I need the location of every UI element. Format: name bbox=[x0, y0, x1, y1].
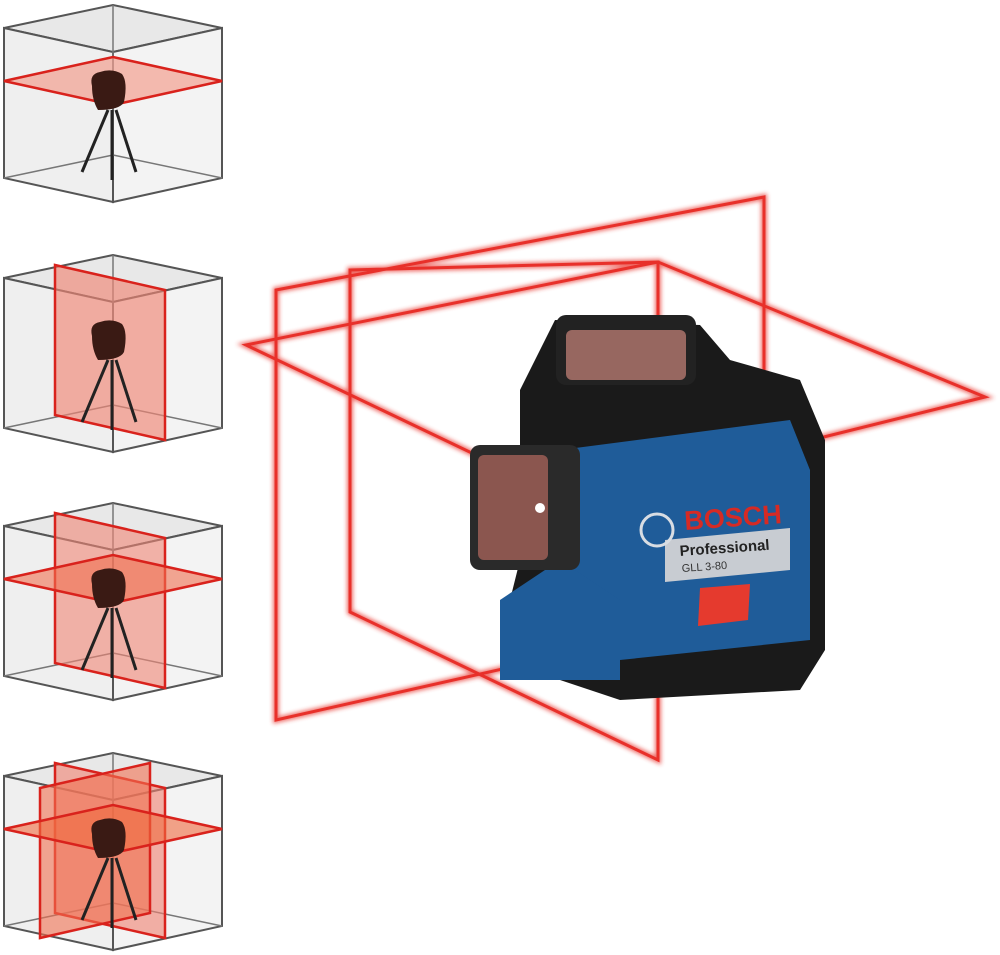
laser-planes bbox=[236, 193, 995, 765]
diagram-horizontal-plane bbox=[3, 4, 223, 203]
diagram-horizontal-vertical bbox=[3, 502, 223, 701]
model-name: GLL 3-80 bbox=[681, 560, 727, 575]
laser-level-device bbox=[470, 315, 825, 700]
diagram-vertical-plane bbox=[3, 254, 223, 453]
diagram-three-planes bbox=[3, 752, 223, 951]
brand-logo: BOSCH bbox=[683, 499, 782, 536]
product-line: Professional bbox=[679, 537, 770, 560]
